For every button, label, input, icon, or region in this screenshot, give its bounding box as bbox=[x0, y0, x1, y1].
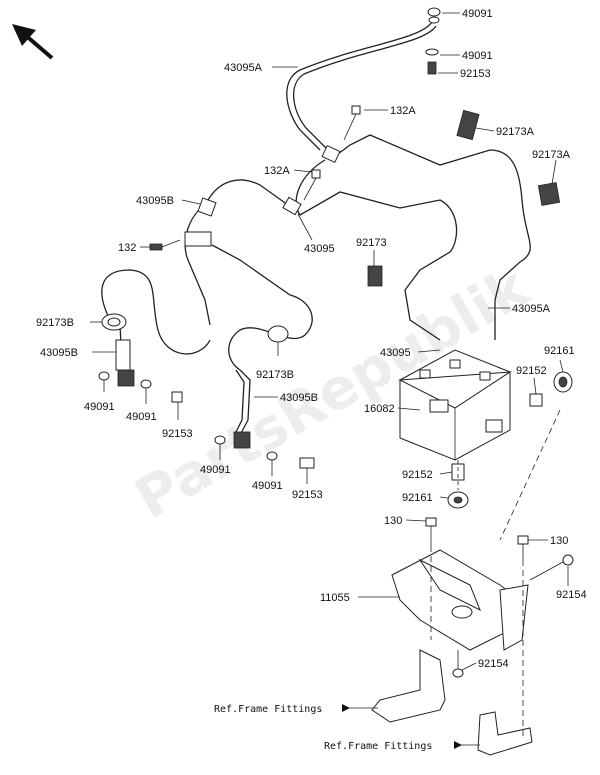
label-92152: 92152 bbox=[402, 469, 433, 481]
label-92152: 92152 bbox=[516, 365, 547, 377]
hose-43095B-lower bbox=[235, 369, 251, 436]
joint-blocks bbox=[184, 144, 341, 247]
label-43095B: 43095B bbox=[280, 392, 318, 404]
clamp-92173B bbox=[101, 313, 289, 343]
bracket-11055 bbox=[391, 549, 529, 651]
bolt-130-92154 bbox=[425, 517, 574, 678]
hose-43095-main bbox=[295, 134, 531, 341]
label-132A: 132A bbox=[264, 165, 290, 177]
leader-arrow-icon bbox=[454, 741, 462, 749]
label-92154: 92154 bbox=[556, 589, 587, 601]
label-11055: 11055 bbox=[320, 592, 350, 604]
banjo-left bbox=[98, 339, 183, 403]
label-43095B: 43095B bbox=[136, 195, 174, 207]
label-43095: 43095 bbox=[380, 347, 411, 359]
label-43095A: 43095A bbox=[224, 62, 263, 74]
label-92173A: 92173A bbox=[496, 126, 535, 138]
label-92161: 92161 bbox=[544, 345, 575, 357]
leader-arrow-icon bbox=[342, 704, 350, 712]
label-92153: 92153 bbox=[460, 68, 491, 80]
label-92153: 92153 bbox=[162, 428, 193, 440]
label-92173B: 92173B bbox=[256, 369, 294, 381]
label-43095A: 43095A bbox=[512, 303, 551, 315]
label-92161: 92161 bbox=[402, 492, 433, 504]
label-92173: 92173 bbox=[356, 237, 387, 249]
front-direction-arrow-icon bbox=[12, 24, 54, 60]
bolt-132 bbox=[149, 239, 181, 251]
clamp-92173 bbox=[367, 265, 383, 287]
label-49091: 49091 bbox=[252, 480, 283, 492]
label-43095: 43095 bbox=[304, 243, 335, 255]
banjo-lower bbox=[214, 431, 315, 469]
label-49091: 49091 bbox=[462, 50, 493, 62]
label-49091: 49091 bbox=[200, 464, 231, 476]
frame-fitting-right bbox=[477, 711, 533, 756]
label-92154: 92154 bbox=[478, 658, 509, 670]
clamp-92173A bbox=[456, 109, 561, 206]
frame-fitting-left bbox=[371, 649, 446, 723]
abs-hydraulic-unit bbox=[398, 349, 512, 461]
label-16082: 16082 bbox=[364, 403, 395, 415]
part-labels: 49091 49091 92153 43095A 132A 92173A 921… bbox=[36, 8, 587, 752]
label-49091: 49091 bbox=[84, 401, 115, 413]
label-49091: 49091 bbox=[126, 411, 157, 423]
label-49091: 49091 bbox=[462, 8, 493, 20]
label-43095B: 43095B bbox=[40, 347, 78, 359]
label-ref-frame-fittings: Ref.Frame Fittings bbox=[214, 704, 322, 715]
label-132A: 132A bbox=[390, 105, 416, 117]
label-92173B: 92173B bbox=[36, 317, 74, 329]
bolt-132A bbox=[303, 105, 361, 201]
label-130: 130 bbox=[550, 535, 568, 547]
hose-43095A-upper bbox=[286, 21, 437, 151]
label-ref-frame-fittings: Ref.Frame Fittings bbox=[324, 741, 432, 752]
label-92173A: 92173A bbox=[532, 149, 571, 161]
label-132: 132 bbox=[118, 242, 136, 254]
label-92153: 92153 bbox=[292, 489, 323, 501]
damper-92152-92161 bbox=[447, 371, 573, 509]
banjo-washer-top bbox=[425, 7, 441, 75]
label-130: 130 bbox=[384, 515, 402, 527]
